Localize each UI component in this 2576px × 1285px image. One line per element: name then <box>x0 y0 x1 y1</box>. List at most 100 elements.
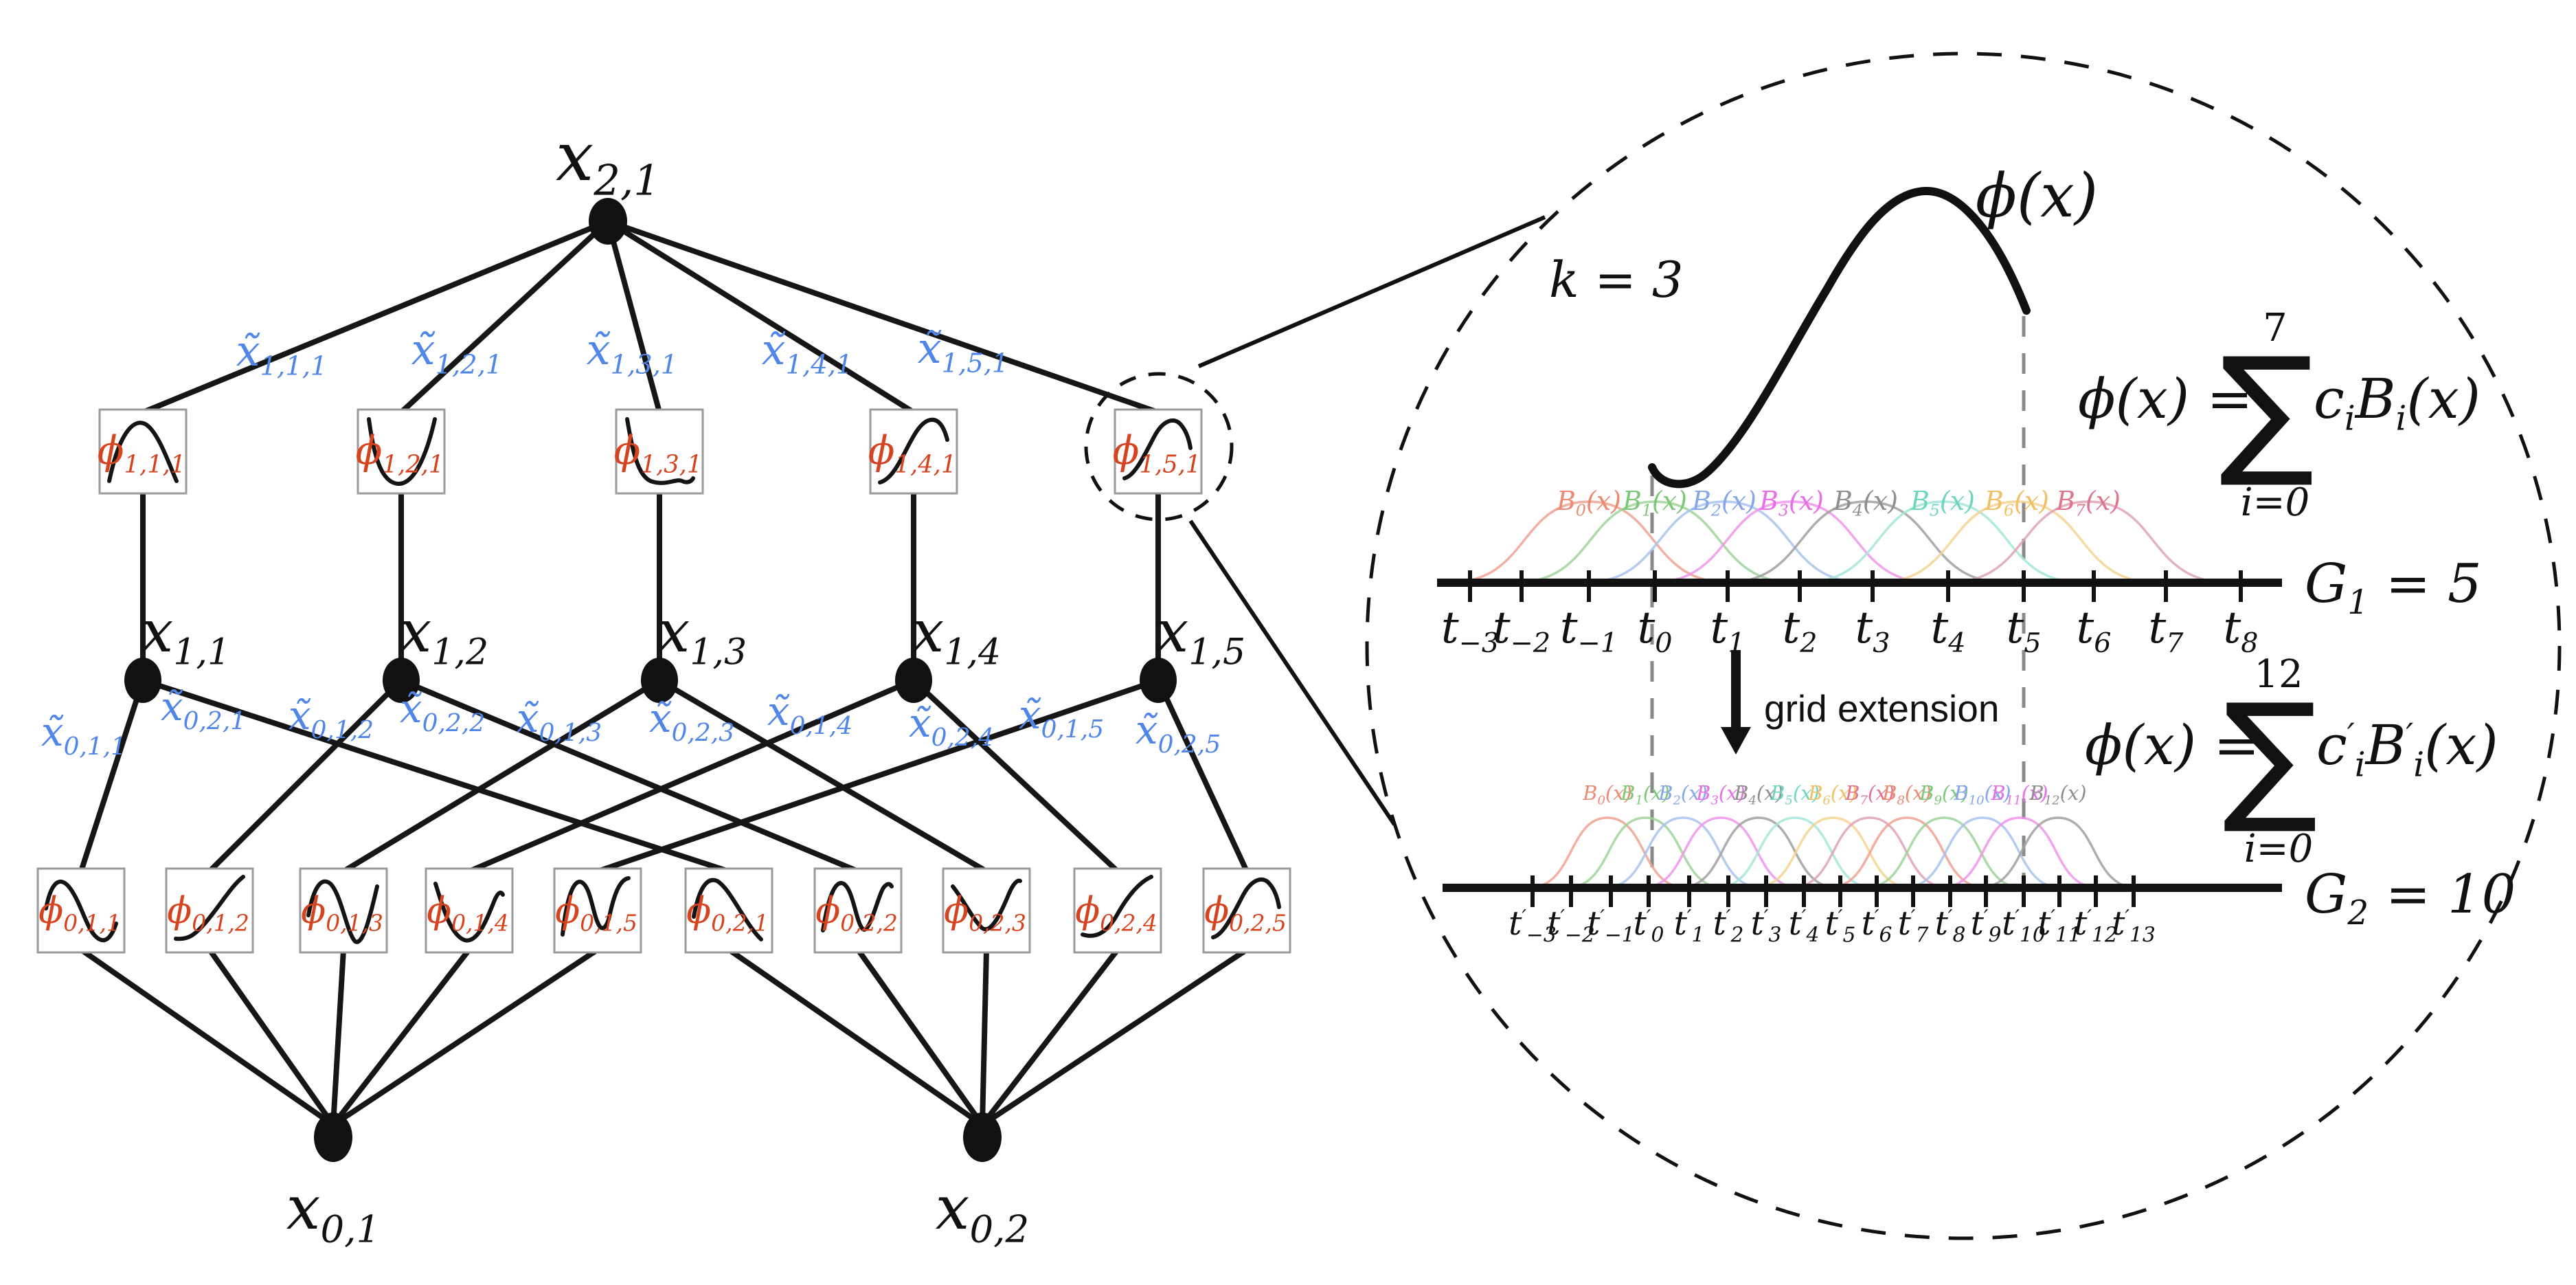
math-sub: 0,2,4 <box>931 724 994 752</box>
knot-axis-g2-tick-label: t′10 <box>2002 904 2046 948</box>
activation-curve <box>821 881 894 932</box>
math-run: (x) <box>1652 486 1687 516</box>
node-dot <box>589 198 627 245</box>
math-sup: ′ <box>2347 716 2355 755</box>
phi-activation-box <box>615 408 704 495</box>
math-run: B <box>1622 486 1642 516</box>
edge-label-blue: x̃0,2,1 <box>161 683 246 735</box>
math-run: ϕ <box>167 890 192 932</box>
math-run: 12 <box>2254 652 2303 697</box>
math-run: B <box>2354 367 2396 431</box>
math-run: G <box>2305 864 2347 926</box>
knot-axis-g2-tick-label: t′13 <box>2112 904 2156 948</box>
math-sub: 1,1 <box>173 632 230 673</box>
node-dot <box>641 658 678 703</box>
bspline-ext-label: B8(x) <box>1882 781 1932 807</box>
math-sub: 0,1,4 <box>790 712 852 740</box>
magnifier-small-circle <box>1084 372 1234 522</box>
edge-line <box>330 948 472 1127</box>
phi-box-label: ϕ1,3,1 <box>614 428 703 479</box>
math-sub: 9 <box>1988 924 2001 948</box>
activation-curve <box>107 421 179 483</box>
equation-fine-upper: 12 <box>2254 652 2303 697</box>
bspline-ext-label: B5(x) <box>1770 781 1820 807</box>
math-sub: 0,1,5 <box>580 910 637 937</box>
phi-box-label: ϕ0,1,2 <box>167 890 249 937</box>
math-sub: −1 <box>1578 627 1618 659</box>
math-run: (x) <box>1643 781 1670 805</box>
phi-box-label: ϕ0,2,1 <box>686 890 769 937</box>
edge-label-blue: x̃0,2,2 <box>400 685 485 737</box>
knot-axis-g2-tick-label: t′9 <box>1971 904 2002 948</box>
math-run: (x) <box>1756 781 1783 805</box>
math-run: 7 <box>2263 306 2287 350</box>
knot-axis-g2-tick-label: t′12 <box>2074 904 2118 948</box>
math-sub: 1,1,1 <box>260 351 328 382</box>
math-run: c <box>2314 367 2345 431</box>
math-run: x̃ <box>41 708 64 755</box>
network-nodes <box>124 198 1177 1162</box>
math-run: t <box>2007 603 2024 653</box>
knot-axis-g1-tick-label: t−2 <box>1493 603 1550 659</box>
node-label-x21: x2,1 <box>556 118 660 205</box>
math-run: t <box>1935 904 1949 943</box>
math-run: t <box>2074 904 2088 943</box>
math-run: t <box>1547 904 1561 943</box>
edge-line <box>657 678 988 874</box>
math-sub: 2 <box>1710 500 1721 519</box>
math-sup: ′ <box>2406 716 2413 755</box>
edge-label-blue: x̃1,4,1 <box>762 324 853 381</box>
bspline-ext-curve <box>1940 816 2099 889</box>
math-sup: ′ <box>2050 906 2055 929</box>
edge-line <box>596 678 1160 874</box>
edge-line <box>1155 679 1250 873</box>
math-sub: 8 <box>2241 627 2258 659</box>
math-sub: 12 <box>2044 793 2060 807</box>
node-dot <box>895 658 932 703</box>
math-sub: 2 <box>1672 793 1680 807</box>
math-run: B <box>1882 781 1897 805</box>
math-run: t <box>1634 904 1647 943</box>
math-sub: 11 <box>2006 793 2022 807</box>
math-run: t <box>2077 603 2094 653</box>
equation-coarse-upper: 7 <box>2263 306 2287 350</box>
node-label-x1: x1,1 <box>141 598 230 673</box>
knot-axis-g2-tick-label: t′11 <box>2037 904 2081 948</box>
math-run: = 10 <box>2369 864 2516 926</box>
knot-axis-g1-tick-label: t0 <box>1638 603 1673 659</box>
edge-line <box>207 678 403 873</box>
math-sub: 0 <box>1655 627 1672 659</box>
network-edges <box>78 219 1250 1128</box>
node-dot <box>1140 658 1177 703</box>
node-label-x1: x1,5 <box>1156 598 1245 673</box>
math-run: ϕ <box>868 428 895 473</box>
math-run: ϕ <box>38 890 63 932</box>
math-run: = 5 <box>2369 553 2482 615</box>
bspline-ext-curve <box>1566 816 1725 889</box>
math-run: t <box>2002 904 2015 943</box>
math-sub: i <box>2395 399 2406 438</box>
math-sub: 1,4,1 <box>786 350 853 381</box>
math-run: t <box>1493 603 1511 653</box>
bspline-ext-label: B11(x) <box>1990 781 2048 807</box>
math-sub: 0 <box>1597 793 1605 807</box>
math-run: t <box>1713 904 1727 943</box>
math-sub: 3 <box>1778 500 1789 519</box>
phi-box-label: ϕ0,2,5 <box>1204 890 1287 937</box>
math-sup: ′ <box>1948 906 1953 929</box>
math-run: t <box>1931 603 1949 653</box>
bspline-curve <box>1513 500 1796 584</box>
math-sub: 0,1,3 <box>326 910 383 937</box>
math-run: x̃ <box>767 688 790 735</box>
bspline-ext-label: B6(x) <box>1807 781 1857 807</box>
math-sub: 0,1,5 <box>1041 715 1104 744</box>
math-sup: ′ <box>2125 906 2129 929</box>
activation-curve <box>625 417 695 485</box>
math-sup: ′ <box>1647 906 1651 929</box>
activation-boxes <box>36 408 1291 954</box>
knot-axis-g1-tick-label: t8 <box>2224 603 2259 659</box>
math-run: grid extension <box>1764 687 1999 730</box>
equation-coarse-sigma: ∑ <box>2219 328 2314 491</box>
math-sub: 9 <box>1934 793 1941 807</box>
bspline-label: B1(x) <box>1622 486 1687 519</box>
